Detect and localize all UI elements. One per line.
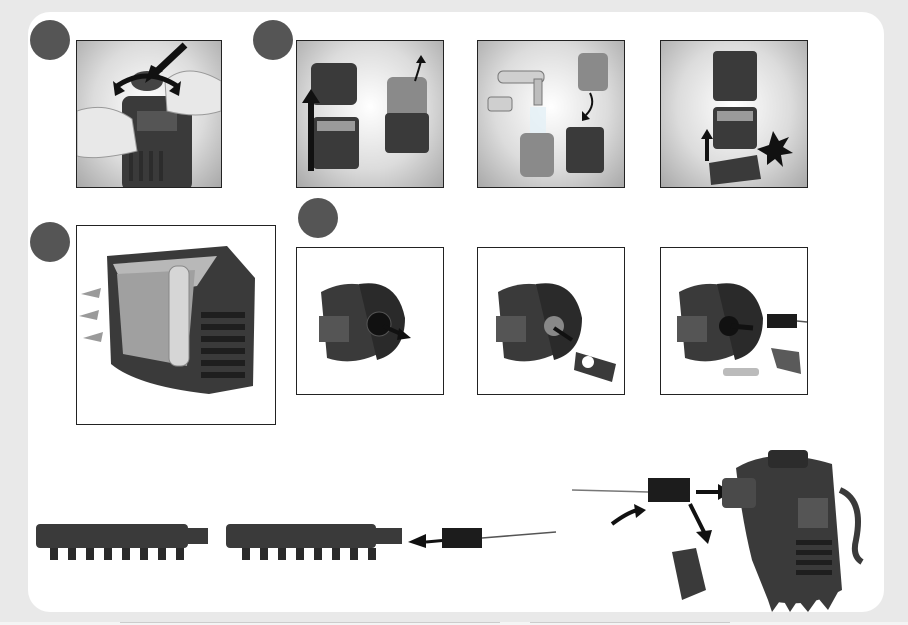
reassemble-filter-illustration	[661, 41, 807, 187]
remove-impeller-illustration	[478, 248, 624, 394]
pump-outlet-illustration-area	[572, 440, 872, 612]
step-badge-3	[30, 222, 70, 262]
lift-sponge-illustration	[297, 41, 443, 187]
panel-rotate-cap	[76, 40, 222, 188]
panel-lift-sponge	[296, 40, 444, 188]
panel-remove-impeller	[477, 247, 625, 395]
step-badge-4	[298, 198, 338, 238]
panel-reassemble	[660, 40, 808, 188]
filter-cutaway-illustration	[77, 226, 275, 424]
hand-rotate-cap-illustration	[77, 41, 221, 187]
step-badge-1	[30, 20, 70, 60]
panel-rinse-sponge	[477, 40, 625, 188]
pump-outlet-cleaning-illustration	[572, 440, 872, 612]
spray-bar-cleaning-illustration	[36, 502, 566, 572]
panel-filter-cutaway	[76, 225, 276, 425]
rinse-sponge-illustration	[478, 41, 624, 187]
remove-rotor-cover-illustration	[297, 248, 443, 394]
step-badge-2	[253, 20, 293, 60]
instruction-sheet	[28, 12, 884, 612]
panel-clean-impeller-chamber	[660, 247, 808, 395]
clean-impeller-chamber-illustration	[661, 248, 807, 394]
panel-remove-rotor-cover	[296, 247, 444, 395]
spray-bar-illustration-area	[36, 502, 566, 572]
